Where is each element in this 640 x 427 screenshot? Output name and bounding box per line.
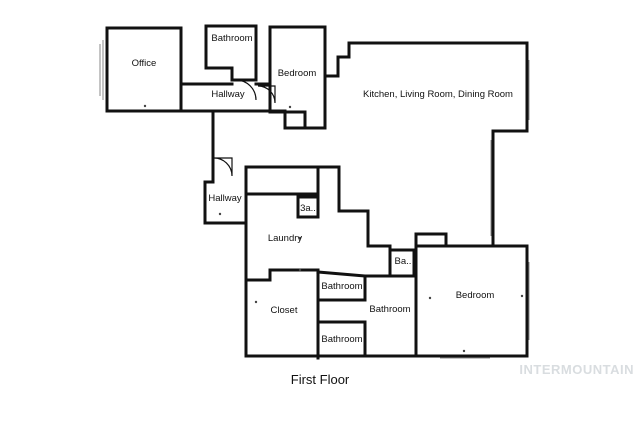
closet-label: Closet	[271, 305, 298, 316]
kitchen-living-dining-room	[323, 41, 530, 248]
bath-small-2-label: Ba..	[395, 256, 412, 267]
lower-block	[244, 165, 530, 360]
bedroom-main-label: Bedroom	[456, 290, 495, 301]
hallway-top-label: Hallway	[211, 89, 245, 100]
kitchen-label: Kitchen, Living Room, Dining Room	[363, 89, 513, 100]
bathroom-top-label: Bathroom	[211, 33, 252, 44]
hallway-top-room	[179, 79, 307, 130]
hallway-left-label: Hallway	[208, 193, 242, 204]
office-room	[99, 26, 183, 113]
bathroom-mid-label: Bathroom	[321, 281, 362, 292]
watermark-logo: INTERMOUNTAIN	[519, 362, 634, 377]
bedroom-top-label: Bedroom	[278, 68, 317, 79]
bathroom-bottom-label: Bathroom	[321, 334, 362, 345]
bathroom-center-label: Bathroom	[369, 304, 410, 315]
laundry-label: Laundry	[268, 233, 303, 244]
bathroom-top-room	[204, 24, 258, 82]
hallway-left-room	[203, 112, 248, 225]
bath-small-1-label: 3a..	[300, 203, 316, 214]
floor-caption: First Floor	[290, 372, 350, 387]
office-label: Office	[132, 58, 157, 69]
